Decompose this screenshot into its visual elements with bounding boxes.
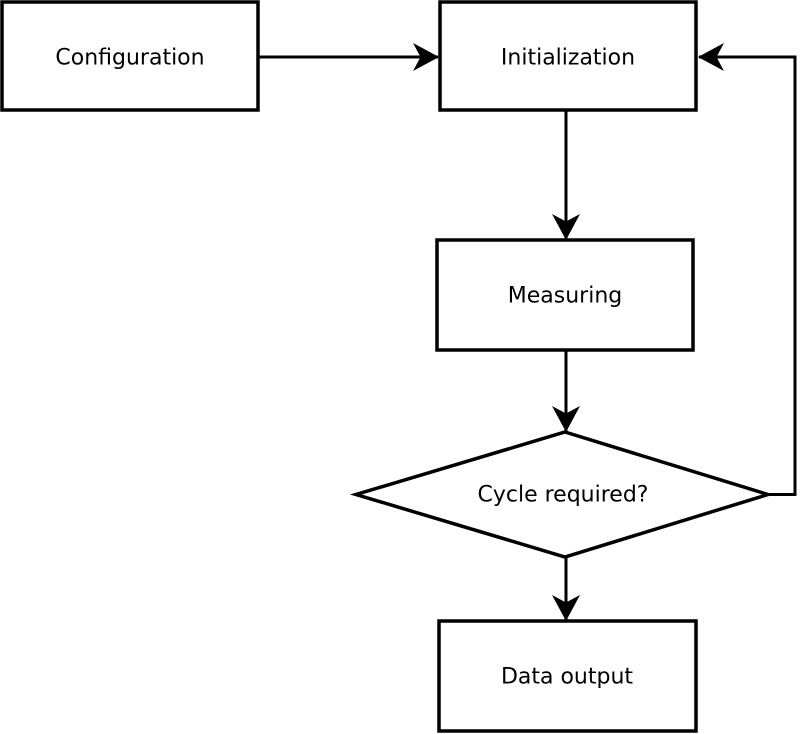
- measuring-box: [435, 238, 695, 352]
- cycle-required-label: Cycle required?: [478, 483, 649, 508]
- data-output-box: [437, 619, 698, 733]
- node-initialization: Initialization: [438, 0, 698, 112]
- node-data-output: Data output: [437, 619, 698, 733]
- node-cycle-required: Cycle required?: [349, 430, 774, 559]
- initialization-box: [438, 0, 698, 112]
- edge-cycle-required-loop-to-initialization: [698, 43, 797, 496]
- node-measuring: Measuring: [435, 238, 695, 352]
- configuration-label: Configuration: [55, 46, 204, 71]
- data-output-label: Data output: [501, 665, 633, 690]
- measuring-label: Measuring: [508, 284, 622, 309]
- initialization-label: Initialization: [501, 46, 635, 71]
- configuration-box: [0, 0, 260, 112]
- node-configuration: Configuration: [0, 0, 260, 112]
- cycle-required-diamond: [349, 430, 774, 559]
